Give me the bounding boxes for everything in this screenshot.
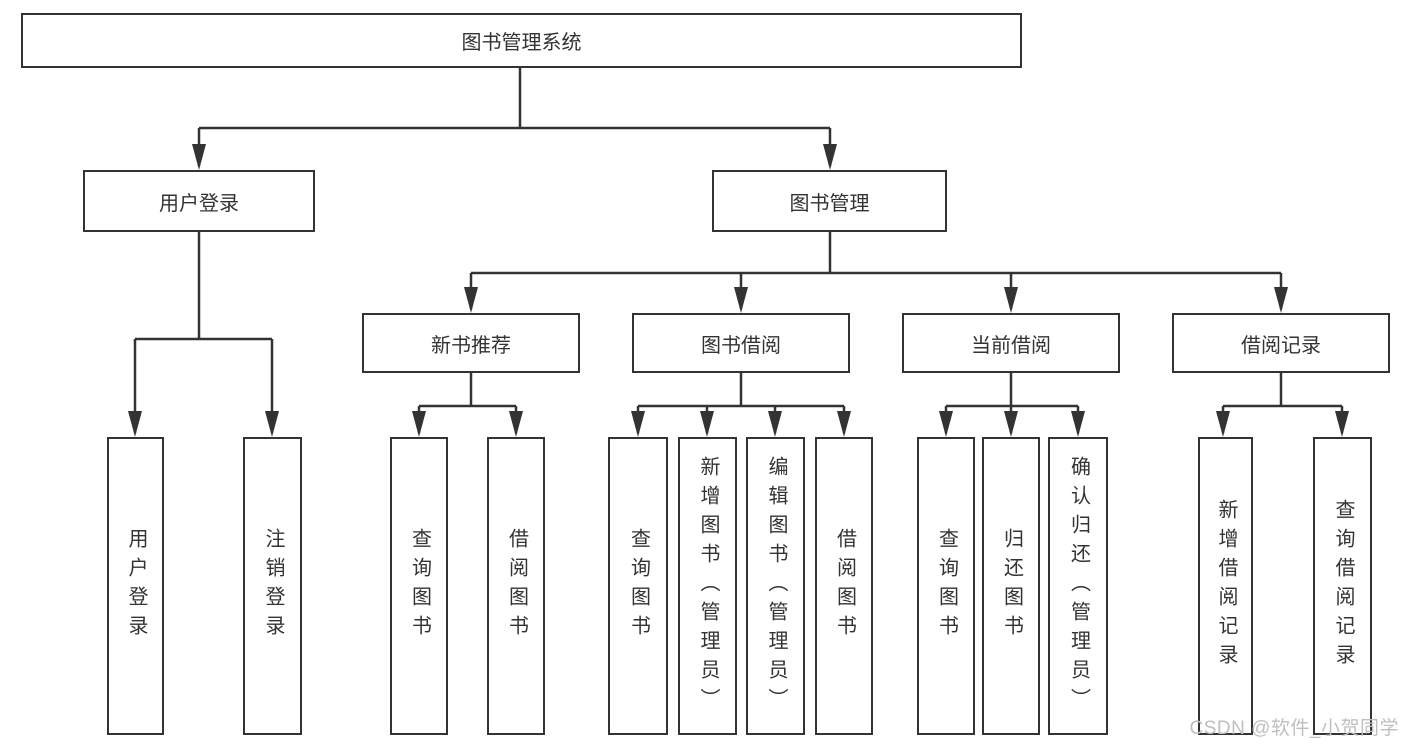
leaf-return-books: 归还图书 — [982, 437, 1040, 735]
arrow-down-icon — [700, 411, 714, 437]
arrow-down-icon — [939, 411, 953, 437]
arrow-down-icon — [734, 287, 748, 313]
node-label: 编辑图书（管理员） — [765, 455, 787, 717]
leaf-logout: 注销登录 — [243, 437, 302, 735]
connector-root-to-level2 — [192, 68, 837, 170]
node-book-borrowing: 图书借阅 — [632, 313, 850, 373]
node-label: 图书管理 — [789, 192, 870, 215]
node-label: 查询图书 — [935, 528, 958, 644]
node-book-management: 图书管理 — [712, 170, 947, 232]
arrow-down-icon — [1004, 287, 1018, 313]
leaf-user-login: 用户登录 — [107, 437, 164, 735]
node-label: 图书借阅 — [701, 334, 781, 357]
leaf-borrow-books: 借阅图书 — [487, 437, 545, 735]
node-label: 借阅记录 — [1241, 334, 1321, 357]
node-label: 当前借阅 — [971, 334, 1051, 357]
leaf-borrow-books: 借阅图书 — [815, 437, 873, 735]
arrow-down-icon — [1004, 411, 1018, 437]
node-label: 查询图书 — [627, 528, 650, 644]
node-label: 用户登录 — [125, 528, 147, 644]
node-label: 查询图书 — [408, 528, 431, 644]
connector-newbookrec-to-leaves — [412, 373, 523, 437]
arrow-down-icon — [509, 411, 523, 437]
leaf-query-books: 查询图书 — [608, 437, 668, 735]
leaf-edit-books-admin: 编辑图书（管理员） — [746, 437, 805, 735]
leaf-query-books: 查询图书 — [390, 437, 448, 735]
connector-bookmgmt-to-level3 — [464, 232, 1288, 313]
arrow-down-icon — [1335, 411, 1349, 437]
node-label: 新书推荐 — [431, 334, 511, 357]
arrow-down-icon — [768, 411, 782, 437]
node-label: 借阅图书 — [505, 528, 528, 644]
arrow-down-icon — [265, 411, 279, 437]
arrow-down-icon — [631, 411, 645, 437]
leaf-add-borrow-record: 新增借阅记录 — [1198, 437, 1253, 735]
arrow-down-icon — [1071, 411, 1085, 437]
node-label: 图书管理系统 — [461, 32, 582, 54]
node-label: 用户登录 — [159, 192, 239, 215]
arrow-down-icon — [1274, 287, 1288, 313]
node-label: 查询借阅记录 — [1332, 499, 1354, 673]
leaf-query-books: 查询图书 — [917, 437, 975, 735]
node-label: 借阅图书 — [833, 528, 856, 644]
connector-userlogin-to-leaves — [128, 232, 279, 437]
leaf-confirm-return-admin: 确认归还（管理员） — [1048, 437, 1108, 735]
node-current-borrowing: 当前借阅 — [902, 313, 1120, 373]
arrow-down-icon — [128, 411, 142, 437]
node-label: 新增借阅记录 — [1215, 499, 1237, 673]
node-new-book-recommendation: 新书推荐 — [362, 313, 580, 373]
node-label: 注销登录 — [262, 528, 284, 644]
node-label: 确认归还（管理员） — [1067, 455, 1090, 717]
csdn-watermark: CSDN @软件_小贺同学 — [1189, 718, 1399, 739]
node-label: 新增图书（管理员） — [697, 455, 719, 717]
arrow-down-icon — [192, 144, 206, 170]
node-user-login: 用户登录 — [83, 170, 315, 232]
node-borrowing-records: 借阅记录 — [1172, 313, 1390, 373]
leaf-add-books-admin: 新增图书（管理员） — [678, 437, 737, 735]
node-library-management-system: 图书管理系统 — [21, 13, 1022, 68]
arrow-down-icon — [837, 411, 851, 437]
arrow-down-icon — [464, 287, 478, 313]
arrow-down-icon — [1216, 411, 1230, 437]
connector-currentborrow-to-leaves — [939, 373, 1085, 437]
node-label: 归还图书 — [1000, 528, 1023, 644]
arrow-down-icon — [412, 411, 426, 437]
connector-borrowrecords-to-leaves — [1216, 373, 1349, 437]
connector-bookborrow-to-leaves — [631, 373, 851, 437]
arrow-down-icon — [823, 144, 837, 170]
leaf-query-borrow-record: 查询借阅记录 — [1313, 437, 1372, 735]
